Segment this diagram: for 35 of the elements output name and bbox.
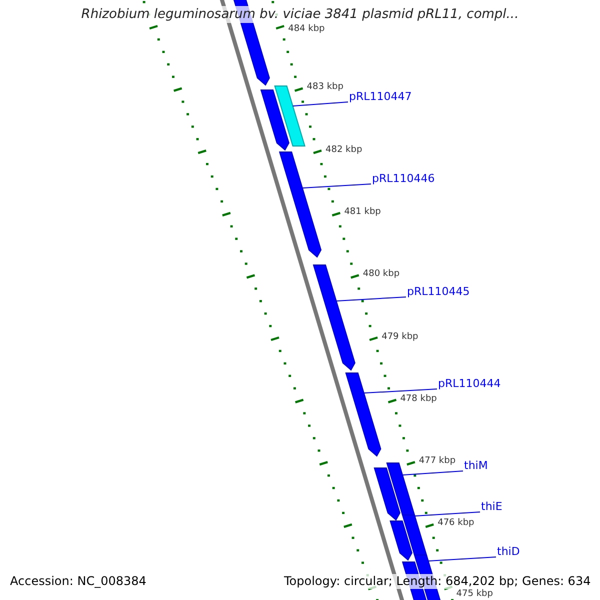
gene-block <box>345 372 382 457</box>
gene-block <box>274 86 306 146</box>
tick-label: 476 kbp <box>438 518 474 530</box>
tick-label: 478 kbp <box>400 394 437 405</box>
gene-block <box>374 468 400 521</box>
gene-label: thiD <box>497 545 520 558</box>
gene-label: pRL110445 <box>407 285 470 298</box>
leader-line <box>428 556 496 562</box>
gene-block <box>278 152 322 258</box>
gene-block <box>390 520 412 561</box>
tick-label: 475 kbp <box>456 589 493 600</box>
tick-label: 477 kbp <box>418 456 456 468</box>
leader-line <box>402 470 464 476</box>
tick-label: 480 kbp <box>362 269 400 280</box>
gene-label: pRL110446 <box>372 172 435 185</box>
accession-text: Accession: NC_008384 <box>8 574 148 589</box>
tick-label: 479 kbp <box>382 332 418 342</box>
gene-block <box>312 264 356 371</box>
gene-label: pRL110447 <box>349 90 412 103</box>
gene-block <box>386 462 416 516</box>
tick-label: 482 kbp <box>326 144 362 156</box>
leader-line <box>336 296 406 302</box>
gene-block <box>402 514 428 556</box>
leader-line <box>363 388 438 394</box>
gene-label: pRL110444 <box>438 377 501 390</box>
leader-line <box>414 512 480 516</box>
tick-label: 484 kbp <box>288 24 325 35</box>
leader-line <box>292 102 348 106</box>
gene-block <box>260 90 290 151</box>
genome-summary-text: Topology: circular; Length: 684,202 bp; Genes: 634 <box>282 574 593 589</box>
gene-label: thiM <box>464 459 488 472</box>
tick-label: 481 kbp <box>344 206 381 218</box>
tick-label: 483 kbp <box>306 82 344 94</box>
gene-label: thiE <box>481 500 502 513</box>
leader-line <box>302 184 372 188</box>
